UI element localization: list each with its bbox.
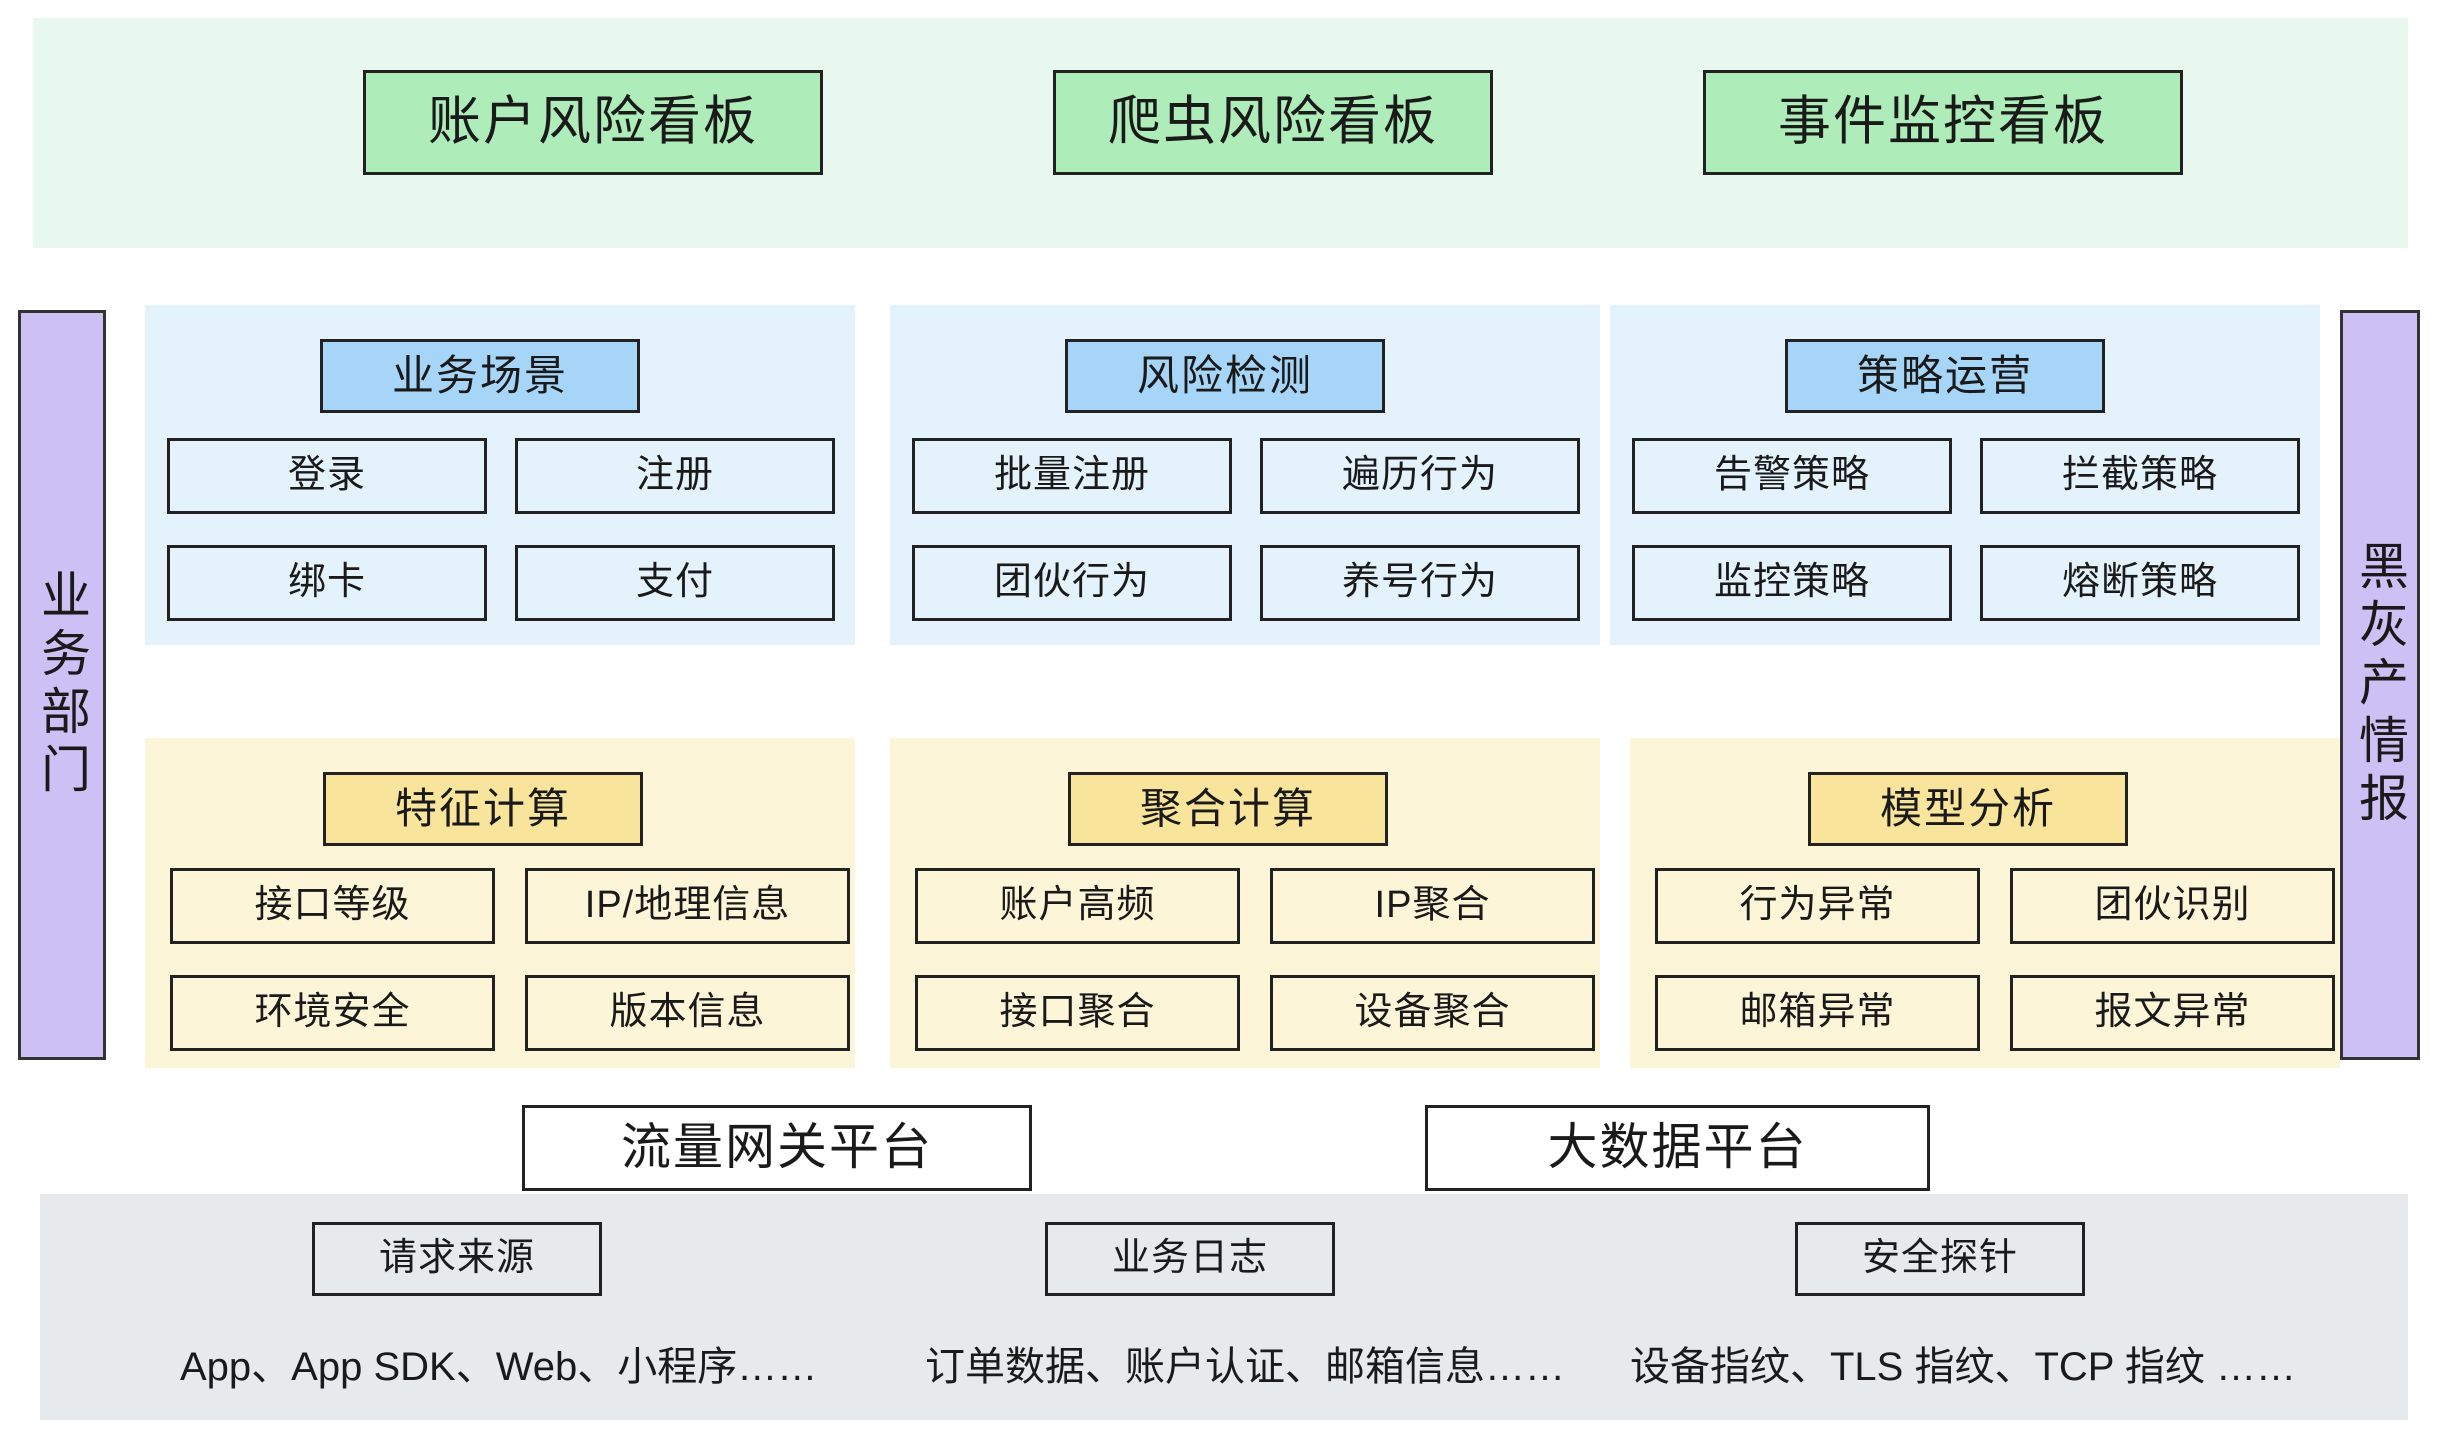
leaf-version-info[interactable]: 版本信息	[525, 975, 850, 1051]
data-source-band: 请求来源 业务日志 安全探针 App、App SDK、Web、小程序…… 订单数…	[40, 1194, 2408, 1420]
leaf-gang-behavior[interactable]: 团伙行为	[912, 545, 1232, 621]
dashboard-card-event-monitor[interactable]: 事件监控看板	[1703, 70, 2183, 175]
rail-left-label: 业务部门	[34, 569, 90, 801]
dashboard-band: 账户风险看板 爬虫风险看板 事件监控看板	[33, 18, 2408, 248]
source-description-security-probe: 设备指纹、TLS 指纹、TCP 指纹 ……	[1630, 1345, 2296, 1389]
platform-traffic-gateway[interactable]: 流量网关平台	[522, 1105, 1032, 1191]
leaf-block-policy[interactable]: 拦截策略	[1980, 438, 2300, 514]
source-description-request-origin: App、App SDK、Web、小程序……	[180, 1345, 818, 1389]
rail-blackgrey-intelligence: 黑灰产情报	[2340, 310, 2420, 1060]
leaf-payment[interactable]: 支付	[515, 545, 835, 621]
source-description-business-log: 订单数据、账户认证、邮箱信息……	[925, 1345, 1565, 1389]
leaf-gang-identification[interactable]: 团伙识别	[2010, 868, 2335, 944]
rail-business-department: 业务部门	[18, 310, 106, 1060]
leaf-bind-card[interactable]: 绑卡	[167, 545, 487, 621]
leaf-account-farming-behavior[interactable]: 养号行为	[1260, 545, 1580, 621]
leaf-interface-aggregation[interactable]: 接口聚合	[915, 975, 1240, 1051]
platform-big-data[interactable]: 大数据平台	[1425, 1105, 1930, 1191]
leaf-login[interactable]: 登录	[167, 438, 487, 514]
panel-business-scenario: 业务场景 登录 注册 绑卡 支付	[145, 305, 855, 645]
leaf-interface-level[interactable]: 接口等级	[170, 868, 495, 944]
leaf-account-high-frequency[interactable]: 账户高频	[915, 868, 1240, 944]
source-chip-business-log[interactable]: 业务日志	[1045, 1222, 1335, 1296]
leaf-behavior-anomaly[interactable]: 行为异常	[1655, 868, 1980, 944]
panel-policy-operation: 策略运营 告警策略 拦截策略 监控策略 熔断策略	[1610, 305, 2320, 645]
panel-title-aggregate-computation[interactable]: 聚合计算	[1068, 772, 1388, 846]
source-chip-request-origin[interactable]: 请求来源	[312, 1222, 602, 1296]
leaf-environment-security[interactable]: 环境安全	[170, 975, 495, 1051]
leaf-alert-policy[interactable]: 告警策略	[1632, 438, 1952, 514]
leaf-monitor-policy[interactable]: 监控策略	[1632, 545, 1952, 621]
panel-aggregate-computation: 聚合计算 账户高频 IP聚合 接口聚合 设备聚合	[890, 738, 1600, 1068]
leaf-circuit-breaker-policy[interactable]: 熔断策略	[1980, 545, 2300, 621]
panel-title-policy-operation[interactable]: 策略运营	[1785, 339, 2105, 413]
leaf-bulk-registration[interactable]: 批量注册	[912, 438, 1232, 514]
panel-feature-computation: 特征计算 接口等级 IP/地理信息 环境安全 版本信息	[145, 738, 855, 1068]
rail-right-label: 黑灰产情报	[2352, 540, 2408, 830]
leaf-ip-aggregation[interactable]: IP聚合	[1270, 868, 1595, 944]
leaf-ip-geo-info[interactable]: IP/地理信息	[525, 868, 850, 944]
leaf-register[interactable]: 注册	[515, 438, 835, 514]
leaf-mailbox-anomaly[interactable]: 邮箱异常	[1655, 975, 1980, 1051]
leaf-traversal-behavior[interactable]: 遍历行为	[1260, 438, 1580, 514]
leaf-device-aggregation[interactable]: 设备聚合	[1270, 975, 1595, 1051]
panel-title-business-scenario[interactable]: 业务场景	[320, 339, 640, 413]
panel-model-analysis: 模型分析 行为异常 团伙识别 邮箱异常 报文异常	[1630, 738, 2340, 1068]
panel-title-risk-detection[interactable]: 风险检测	[1065, 339, 1385, 413]
panel-title-feature-computation[interactable]: 特征计算	[323, 772, 643, 846]
panel-risk-detection: 风险检测 批量注册 遍历行为 团伙行为 养号行为	[890, 305, 1600, 645]
leaf-message-anomaly[interactable]: 报文异常	[2010, 975, 2335, 1051]
panel-title-model-analysis[interactable]: 模型分析	[1808, 772, 2128, 846]
dashboard-card-crawler-risk[interactable]: 爬虫风险看板	[1053, 70, 1493, 175]
dashboard-card-account-risk[interactable]: 账户风险看板	[363, 70, 823, 175]
source-chip-security-probe[interactable]: 安全探针	[1795, 1222, 2085, 1296]
